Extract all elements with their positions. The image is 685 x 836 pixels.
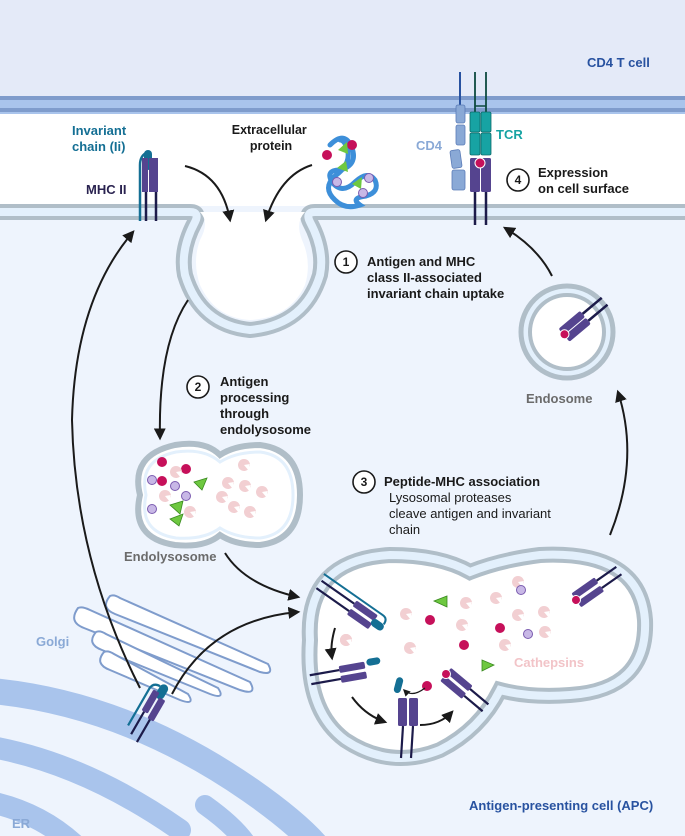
extracellular-protein — [322, 135, 379, 210]
arrow-loading-3 — [419, 710, 454, 726]
step-number-badge — [334, 250, 358, 274]
mhc-ii-ii-cleaved — [309, 657, 381, 686]
tcr-cd4-mhc-complex — [449, 72, 492, 225]
label-invariant-chain: Invariant chain (Ii) — [72, 123, 130, 154]
step-title: Peptide-MHC association — [384, 474, 540, 489]
arrow-endosome-to-surface — [502, 226, 553, 277]
endolysosome — [135, 440, 304, 549]
label-endosome: Endosome — [526, 391, 592, 406]
step-title: Expression on cell surface — [538, 165, 629, 196]
label-mhc-ii: MHC II — [86, 182, 126, 197]
step-4: 4 Expression on cell surface — [506, 165, 629, 196]
step-number: 4 — [515, 173, 522, 187]
arrow-loading-1 — [324, 627, 337, 661]
step-3: 3 Peptide-MHC association Lysosomal prot… — [352, 470, 555, 537]
label-cathepsins: Cathepsins — [514, 655, 584, 670]
endoplasmic-reticulum — [0, 678, 326, 836]
step-number: 2 — [195, 380, 202, 394]
mhc-ii-loaded — [440, 668, 490, 713]
step-title: Antigen and MHC class II-associated inva… — [367, 254, 504, 301]
released-ii-fragment — [393, 677, 404, 693]
mhc-ii-er — [127, 683, 169, 743]
label-apc: Antigen-presenting cell (APC) — [469, 798, 653, 813]
tcell-background — [0, 0, 685, 98]
arrow-er-to-surface — [70, 230, 141, 689]
apc-membrane — [0, 204, 685, 339]
arrow-endolysosome-to-compartment — [224, 552, 301, 601]
label-cd4: CD4 — [416, 138, 443, 153]
arrow-compartment-to-endosome — [609, 389, 629, 536]
step-2: 2 Antigen processing through endolysosom… — [186, 374, 311, 437]
step-title: Antigen processing through endolysosome — [220, 374, 311, 437]
arrow-loading-2 — [351, 696, 388, 725]
endosome — [518, 283, 616, 381]
label-golgi: Golgi — [36, 634, 69, 649]
arrow-golgi-to-compartment — [171, 606, 301, 695]
mhc-ii-empty — [398, 698, 418, 759]
step-1: 1 Antigen and MHC class II-associated in… — [334, 250, 504, 301]
mhc-ii-exiting — [571, 565, 623, 607]
label-extracellular-protein: Extracellular protein — [232, 123, 311, 153]
label-cd4-t-cell: CD4 T cell — [587, 55, 650, 70]
arrow-ii-to-pit — [184, 165, 235, 223]
arrow-protein-to-pit — [263, 164, 313, 223]
label-tcr: TCR — [496, 127, 523, 142]
arrow-pit-to-endolysosome — [153, 299, 189, 441]
step-description: Lysosomal proteases cleave antigen and i… — [389, 490, 555, 537]
arrow-ii-release — [402, 687, 426, 697]
step-number: 1 — [343, 255, 350, 269]
peptide-loading-compartment — [301, 546, 654, 766]
label-endolysosome: Endolysosome — [124, 549, 216, 564]
step-number-badge — [186, 375, 210, 399]
step-number: 3 — [361, 475, 368, 489]
mhc-ii-surface-with-invariant-chain — [138, 150, 158, 221]
step-number-badge — [352, 470, 376, 494]
label-er: ER — [12, 816, 31, 831]
pathway-arrows — [70, 164, 629, 726]
mhc-ii-ii-entering — [315, 573, 387, 631]
step-number-badge — [506, 168, 530, 192]
